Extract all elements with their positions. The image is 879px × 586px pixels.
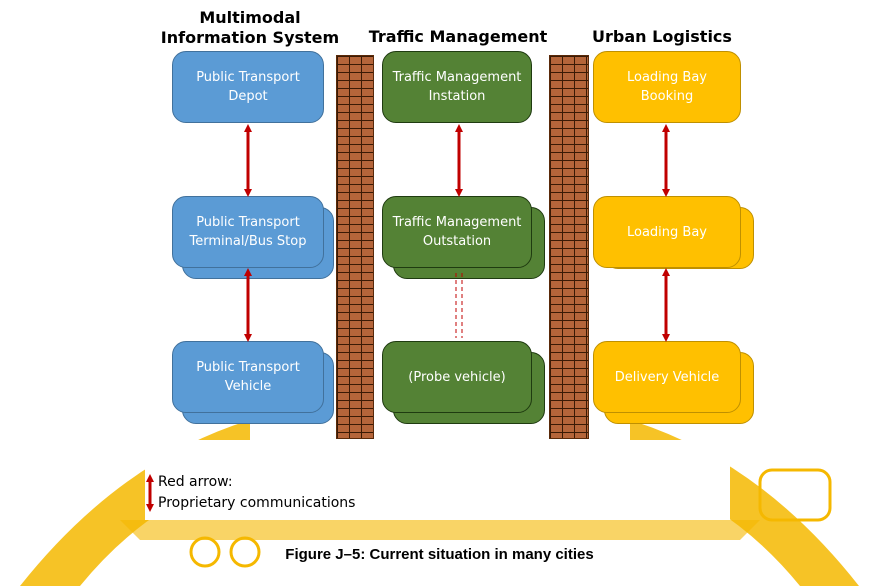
outstation-label: Traffic Management Outstation — [392, 215, 522, 249]
figure-caption: Figure J–5: Current situation in many ci… — [285, 546, 594, 563]
probe-vehicle-label: (Probe vehicle) — [408, 369, 506, 385]
depot-box: Public Transport Depot — [172, 51, 324, 123]
outstation-box: Traffic Management Outstation — [382, 196, 532, 268]
traffic-column-title: Traffic Management — [368, 27, 548, 46]
delivery-vehicle-label: Delivery Vehicle — [614, 369, 720, 385]
pt-vehicle-label: Public Transport Vehicle — [196, 360, 300, 394]
multimodal-column-title: Multimodal Information System — [160, 8, 340, 47]
brick-wall-left — [336, 55, 374, 439]
loading-bay-booking-box: Loading Bay Booking — [593, 51, 741, 123]
loading-bay-box: Loading Bay — [593, 196, 741, 268]
pt-vehicle-box: Public Transport Vehicle — [172, 341, 324, 413]
tram-icon — [758, 468, 832, 522]
terminal-box: Public Transport Terminal/Bus Stop — [172, 196, 324, 268]
bicycle-wheel-icon — [189, 536, 221, 568]
legend-line-2: Proprietary communications — [158, 495, 356, 511]
probe-vehicle-box: (Probe vehicle) — [382, 341, 532, 413]
loading-bay-booking-label: Loading Bay Booking — [627, 70, 707, 104]
legend-line-1: Red arrow: — [158, 474, 233, 490]
dashed-link-outstation-probe — [455, 273, 463, 338]
terminal-label: Public Transport Terminal/Bus Stop — [189, 215, 307, 249]
logistics-column-title: Urban Logistics — [592, 27, 732, 46]
brick-wall-right — [549, 55, 589, 439]
instation-box: Traffic Management Instation — [382, 51, 532, 123]
depot-label: Public Transport Depot — [196, 70, 300, 104]
loading-bay-label: Loading Bay — [627, 224, 707, 240]
instation-label: Traffic Management Instation — [392, 70, 522, 104]
